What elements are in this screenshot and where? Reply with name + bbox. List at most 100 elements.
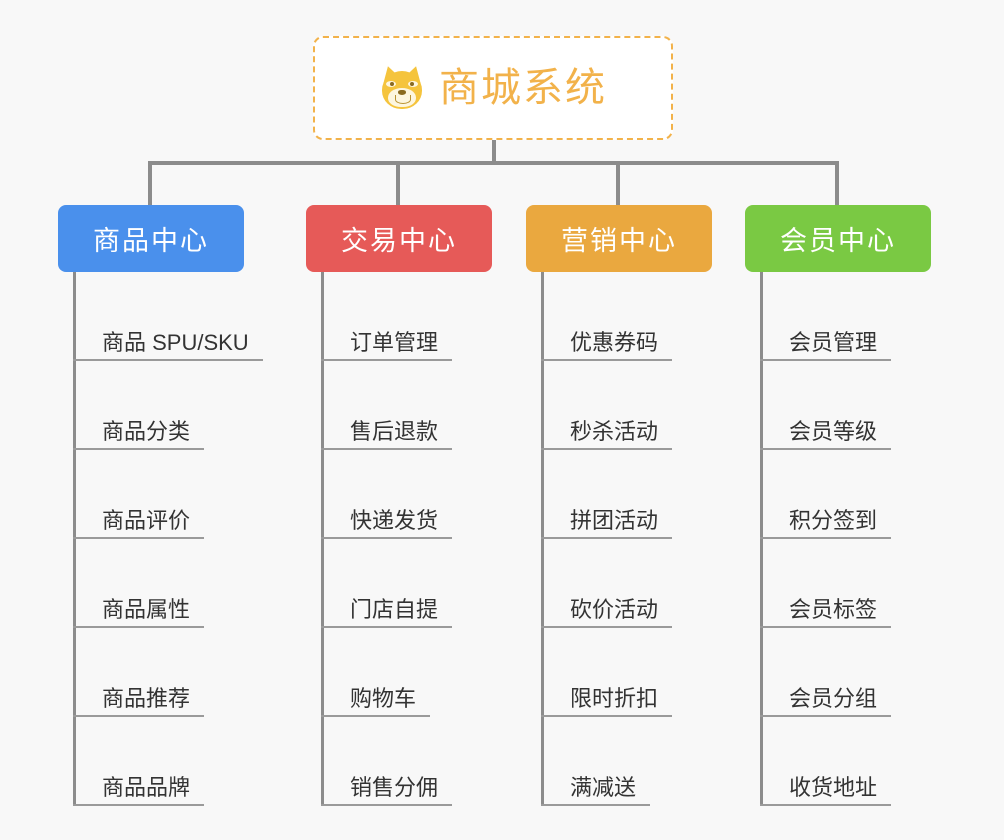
leaf-item-label: 积分签到 — [789, 507, 878, 533]
leaf-item-underline — [321, 804, 452, 806]
shiba-inu-face-icon — [379, 63, 425, 111]
leaf-item[interactable]: 快递发货 — [306, 450, 492, 539]
leaf-item-underline — [541, 804, 650, 806]
leaf-item-underline — [760, 537, 891, 539]
leaf-item-label: 销售分佣 — [350, 774, 439, 800]
leaf-item-label: 限时折扣 — [570, 685, 659, 711]
leaf-item-underline — [321, 537, 452, 539]
leaf-item-underline — [73, 626, 204, 628]
leaf-list-2: 订单管理售后退款快递发货门店自提购物车销售分佣 — [306, 272, 492, 806]
shiba-nose-icon — [398, 90, 406, 95]
leaf-item-underline — [760, 804, 891, 806]
leaf-item-underline — [73, 448, 204, 450]
branch-header-label: 交易中心 — [341, 226, 457, 256]
leaf-item[interactable]: 商品推荐 — [58, 628, 244, 717]
leaf-item-label: 商品评价 — [102, 507, 191, 533]
leaf-item-label: 订单管理 — [350, 329, 439, 355]
branch-column-3: 营销中心优惠券码秒杀活动拼团活动砍价活动限时折扣满减送 — [526, 205, 712, 806]
leaf-item-label: 会员分组 — [789, 685, 878, 711]
leaf-item-underline — [541, 715, 672, 717]
leaf-item-underline — [321, 626, 452, 628]
branch-header-label: 营销中心 — [561, 226, 677, 256]
leaf-item-label: 门店自提 — [350, 596, 439, 622]
leaf-item[interactable]: 会员管理 — [745, 272, 931, 361]
leaf-item-label: 购物车 — [350, 685, 417, 711]
branch-spine-1 — [73, 272, 76, 806]
leaf-item[interactable]: 会员分组 — [745, 628, 931, 717]
leaf-item-label: 售后退款 — [350, 418, 439, 444]
leaf-item[interactable]: 秒杀活动 — [526, 361, 712, 450]
leaf-item[interactable]: 优惠券码 — [526, 272, 712, 361]
branch-spine-4 — [760, 272, 763, 806]
leaf-item-underline — [73, 804, 204, 806]
leaf-item-label: 优惠券码 — [570, 329, 659, 355]
branch-spine-2 — [321, 272, 324, 806]
shiba-pupil-right-icon — [410, 82, 414, 86]
leaf-item-underline — [321, 448, 452, 450]
shiba-mouth-icon — [395, 95, 411, 104]
leaf-item-label: 商品分类 — [102, 418, 191, 444]
leaf-item-label: 会员等级 — [789, 418, 878, 444]
leaf-item-underline — [73, 537, 204, 539]
leaf-item[interactable]: 商品 SPU/SKU — [58, 272, 263, 361]
leaf-item[interactable]: 订单管理 — [306, 272, 492, 361]
leaf-list-4: 会员管理会员等级积分签到会员标签会员分组收货地址 — [745, 272, 931, 806]
leaf-item-underline — [760, 715, 891, 717]
leaf-item-underline — [760, 448, 891, 450]
leaf-item[interactable]: 会员标签 — [745, 539, 931, 628]
branch-header-2[interactable]: 交易中心 — [306, 205, 492, 272]
leaf-item-label: 商品品牌 — [102, 774, 191, 800]
leaf-item[interactable]: 限时折扣 — [526, 628, 712, 717]
branch-column-1: 商品中心商品 SPU/SKU 商品分类商品评价商品属性商品推荐商品品牌 — [58, 205, 263, 806]
branch-header-label: 商品中心 — [93, 226, 209, 256]
leaf-item-underline — [73, 715, 204, 717]
leaf-item[interactable]: 购物车 — [306, 628, 492, 717]
leaf-item-label: 满减送 — [570, 774, 637, 800]
leaf-item-label: 商品 SPU/SKU — [102, 329, 249, 355]
leaf-item-label: 商品属性 — [102, 596, 191, 622]
leaf-item-underline — [760, 359, 891, 361]
leaf-list-3: 优惠券码秒杀活动拼团活动砍价活动限时折扣满减送 — [526, 272, 712, 806]
leaf-item-underline — [321, 359, 452, 361]
branch-header-1[interactable]: 商品中心 — [58, 205, 244, 272]
branch-header-3[interactable]: 营销中心 — [526, 205, 712, 272]
connector-root-stem — [492, 140, 496, 161]
leaf-item[interactable]: 商品品牌 — [58, 717, 244, 806]
leaf-item-underline — [760, 626, 891, 628]
connector-drop-3 — [616, 161, 620, 209]
leaf-item[interactable]: 收货地址 — [745, 717, 931, 806]
connector-drop-1 — [148, 161, 152, 209]
leaf-item-label: 秒杀活动 — [570, 418, 659, 444]
leaf-item[interactable]: 商品属性 — [58, 539, 244, 628]
leaf-item-underline — [541, 359, 672, 361]
leaf-item[interactable]: 积分签到 — [745, 450, 931, 539]
leaf-item[interactable]: 销售分佣 — [306, 717, 492, 806]
leaf-item[interactable]: 拼团活动 — [526, 450, 712, 539]
leaf-list-1: 商品 SPU/SKU 商品分类商品评价商品属性商品推荐商品品牌 — [58, 272, 263, 806]
branch-column-2: 交易中心订单管理售后退款快递发货门店自提购物车销售分佣 — [306, 205, 492, 806]
branch-header-4[interactable]: 会员中心 — [745, 205, 931, 272]
leaf-item[interactable]: 售后退款 — [306, 361, 492, 450]
leaf-item[interactable]: 门店自提 — [306, 539, 492, 628]
leaf-item-underline — [541, 448, 672, 450]
leaf-item-label: 收货地址 — [789, 774, 878, 800]
leaf-item-underline — [73, 359, 263, 361]
shiba-pupil-left-icon — [390, 82, 394, 86]
branch-header-label: 会员中心 — [780, 226, 896, 256]
connector-drop-2 — [396, 161, 400, 209]
leaf-item-label: 砍价活动 — [570, 596, 659, 622]
root-node[interactable]: 商城系统 — [313, 36, 673, 140]
connector-horizontal-bus — [149, 161, 837, 165]
leaf-item-underline — [541, 626, 672, 628]
leaf-item[interactable]: 砍价活动 — [526, 539, 712, 628]
leaf-item-label: 快递发货 — [350, 507, 439, 533]
leaf-item[interactable]: 商品评价 — [58, 450, 244, 539]
leaf-item[interactable]: 满减送 — [526, 717, 712, 806]
leaf-item[interactable]: 商品分类 — [58, 361, 244, 450]
connector-drop-4 — [835, 161, 839, 209]
root-title: 商城系统 — [439, 66, 607, 110]
leaf-item[interactable]: 会员等级 — [745, 361, 931, 450]
leaf-item-underline — [541, 537, 672, 539]
branch-column-4: 会员中心会员管理会员等级积分签到会员标签会员分组收货地址 — [745, 205, 931, 806]
